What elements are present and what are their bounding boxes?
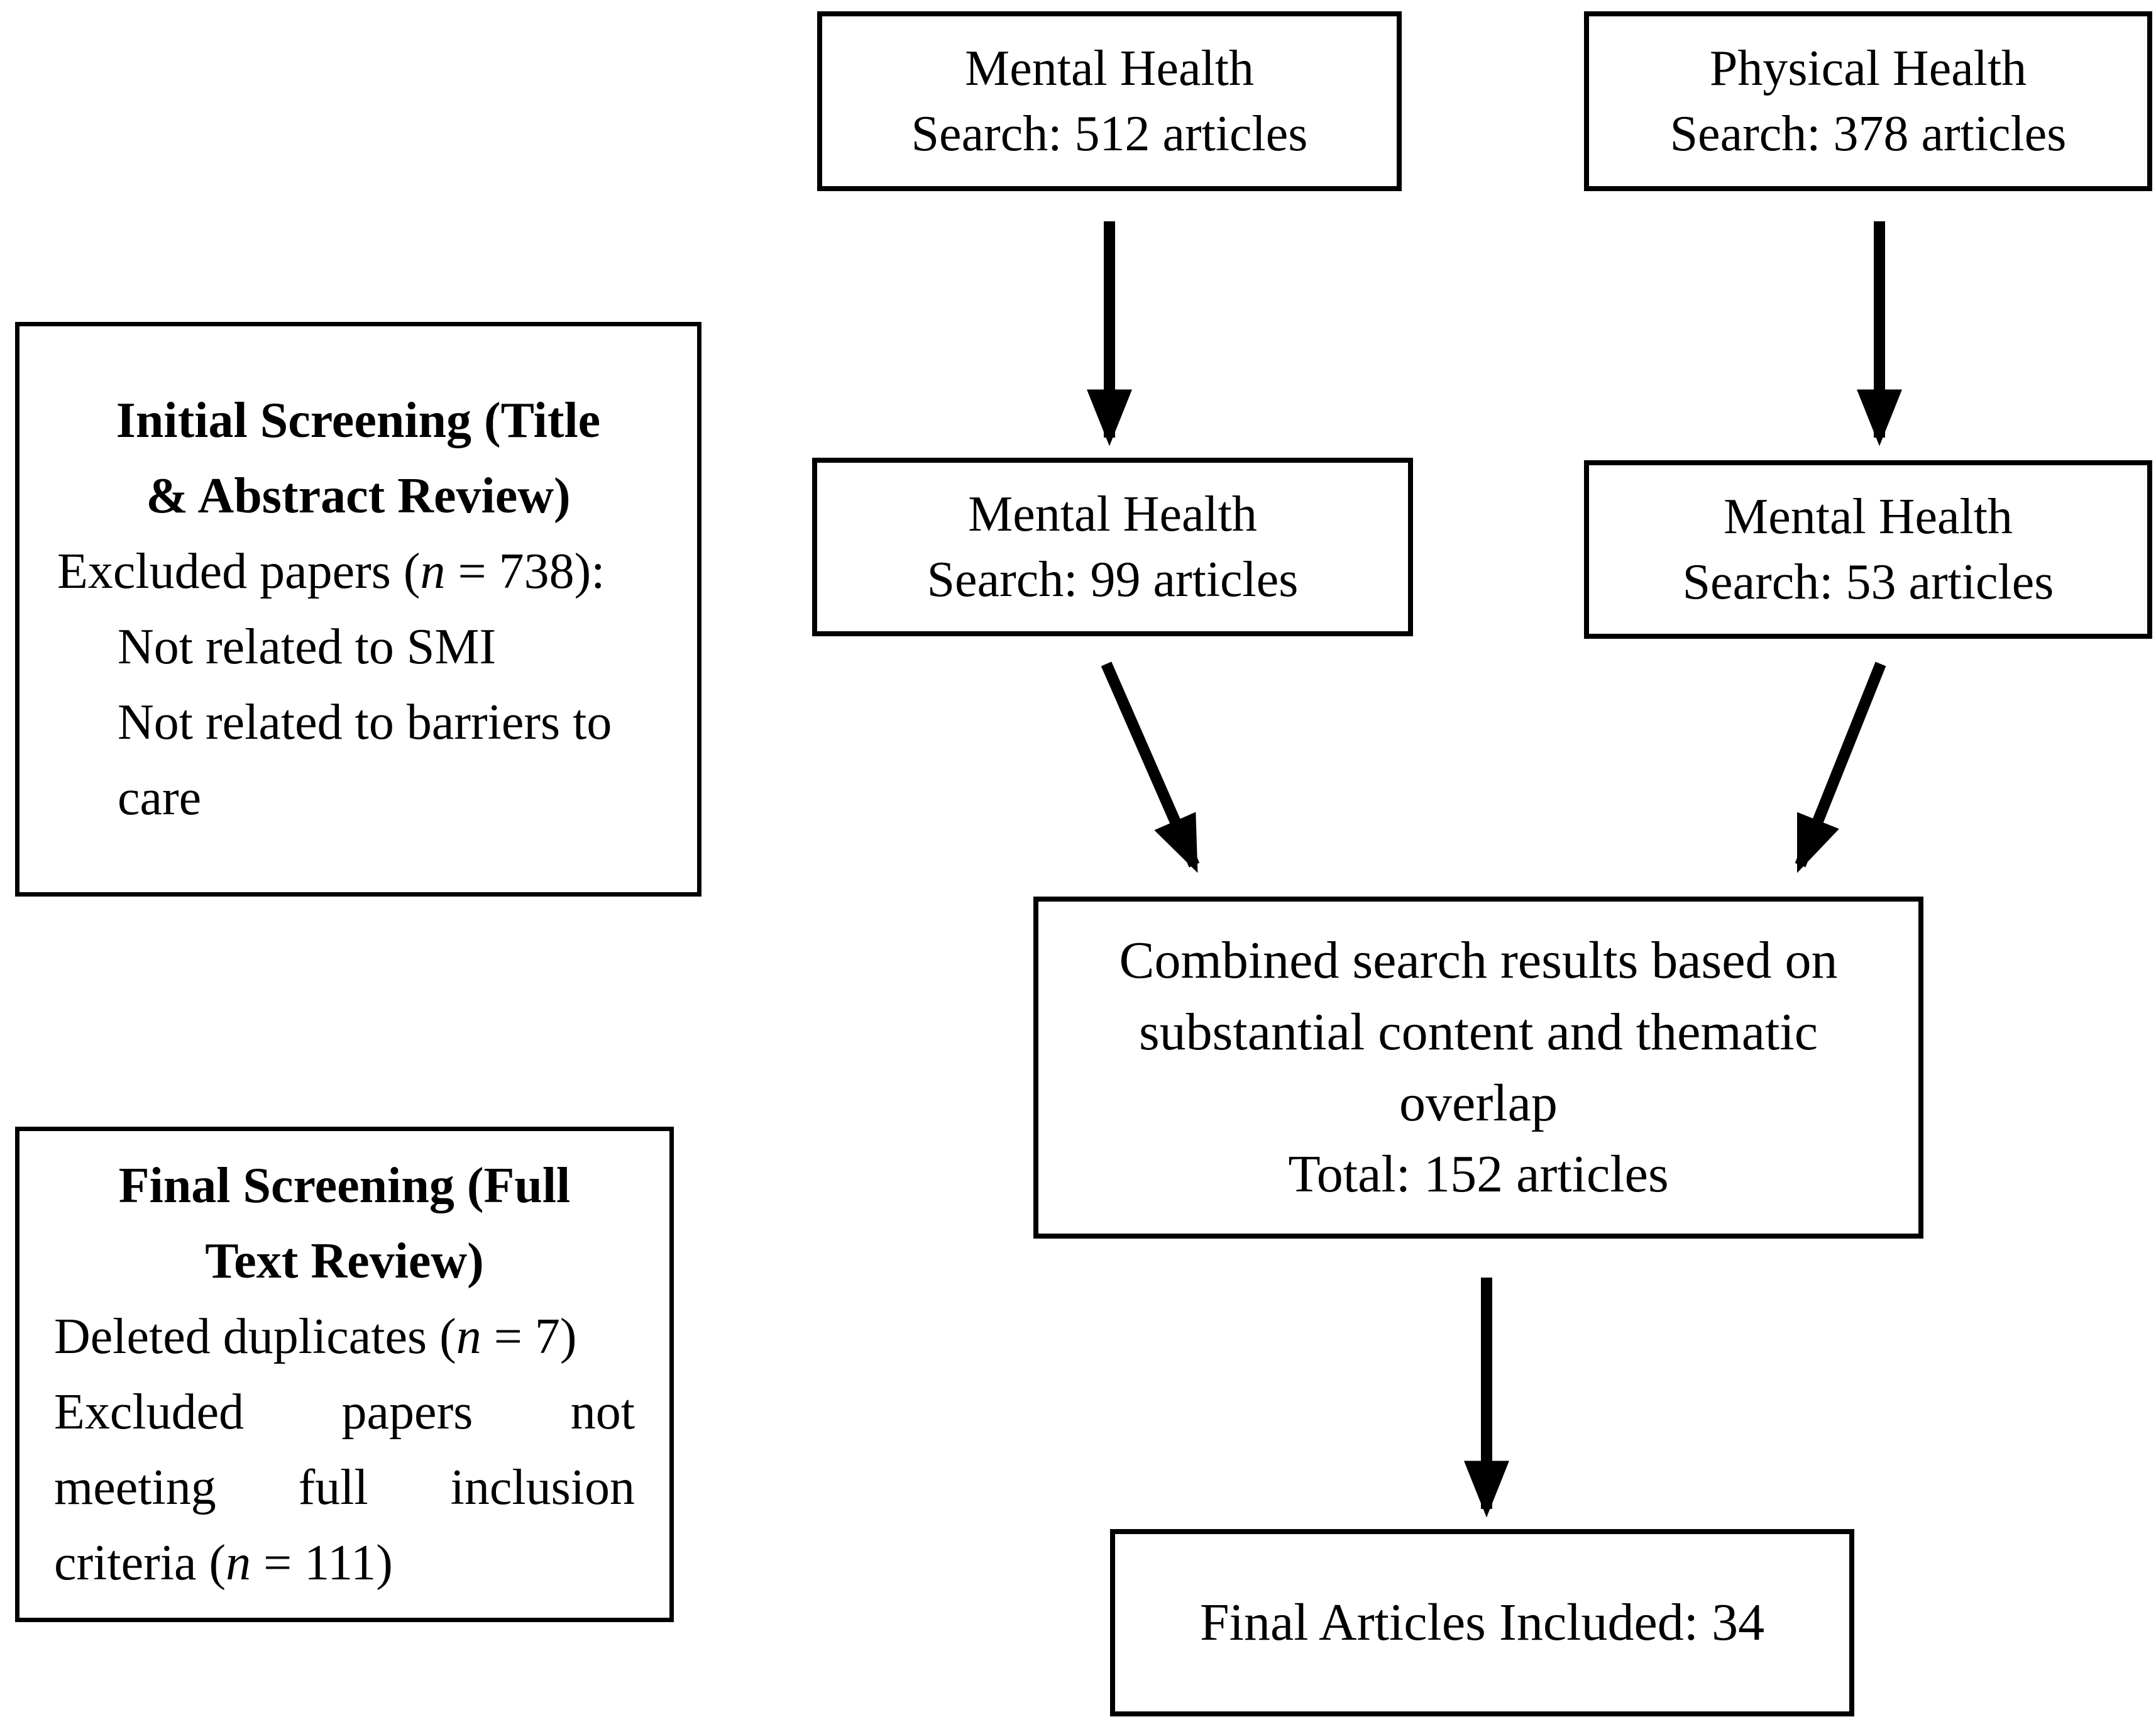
box-text-line: Search: 378 articles: [1669, 106, 2067, 162]
box-text-line: Search: 512 articles: [911, 106, 1308, 162]
note-final-screening: Final Screening (Full Text Review) Delet…: [15, 1127, 674, 1622]
box-text-line: Physical Health: [1709, 41, 2027, 96]
box-text-line: Mental Health: [965, 41, 1254, 96]
box-physical-health-screened: Mental Health Search: 53 articles: [1584, 460, 2152, 639]
combined-results-text: Combined search results based on substan…: [1119, 931, 1838, 1132]
box-final-articles: Final Articles Included: 34: [1110, 1529, 1854, 1716]
arrow-mental-screened-to-combined: [1101, 661, 1200, 873]
note-initial-screening: Initial Screening (Title & Abstract Revi…: [15, 322, 701, 897]
note-title-line: Final Screening (Full: [118, 1158, 571, 1213]
exclusion-reason: Not related to SMI: [118, 619, 497, 675]
excluded-papers-line: Excluded papers (n = 738):: [57, 544, 605, 599]
combined-total-text: Total: 152 articles: [1288, 1145, 1669, 1204]
n-variable: n: [226, 1535, 251, 1591]
excluded-papers-line: Excluded papers not meeting full inclusi…: [54, 1384, 635, 1591]
box-mental-health-search: Mental Health Search: 512 articles: [817, 11, 1402, 191]
note-title-line: & Abstract Review): [146, 468, 571, 524]
deleted-duplicates-line: Deleted duplicates (n = 7): [54, 1309, 577, 1364]
box-text-line: Search: 99 articles: [927, 552, 1299, 607]
box-combined-results: Combined search results based on substan…: [1033, 897, 1923, 1239]
note-title-line: Initial Screening (Title: [116, 393, 601, 448]
box-physical-health-search: Physical Health Search: 378 articles: [1584, 11, 2152, 191]
box-text-line: Mental Health: [1724, 489, 2013, 544]
n-variable: n: [420, 544, 446, 599]
n-variable: n: [456, 1309, 481, 1364]
box-text-line: Mental Health: [968, 487, 1257, 542]
final-articles-text: Final Articles Included: 34: [1199, 1593, 1765, 1652]
arrow-physical-screened-to-combined: [1795, 661, 1886, 873]
exclusion-reason: Not related to barriers to care: [118, 695, 612, 826]
box-text-line: Search: 53 articles: [1682, 555, 2054, 610]
box-mental-health-screened: Mental Health Search: 99 articles: [812, 458, 1413, 636]
note-title-line: Text Review): [205, 1234, 484, 1289]
